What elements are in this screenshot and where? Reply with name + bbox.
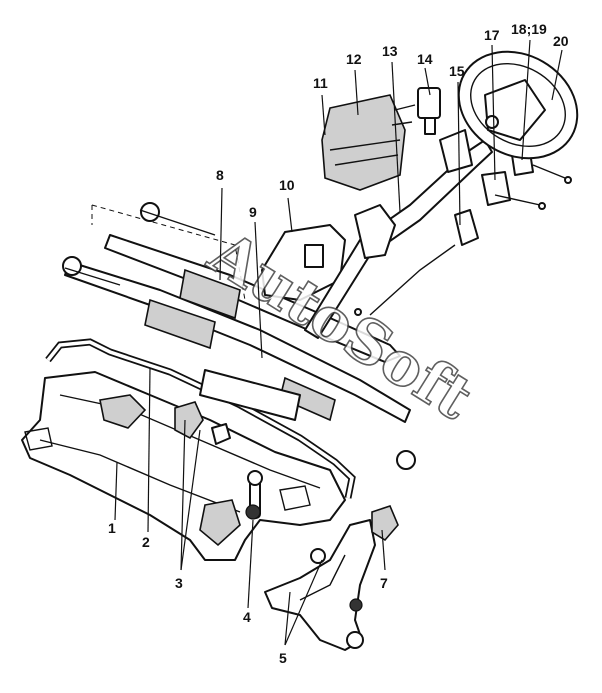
callout-leaders — [114, 39, 563, 646]
callout-7: 7 — [380, 575, 388, 591]
callout-8: 8 — [216, 167, 224, 183]
combination-switches — [481, 151, 572, 210]
column-shroud — [321, 94, 406, 191]
steering-column — [304, 129, 493, 339]
callout-12: 12 — [346, 51, 362, 67]
callout-17: 17 — [484, 27, 500, 43]
callout-13: 13 — [382, 43, 398, 59]
ignition-switch — [391, 87, 441, 135]
intermediate-shaft — [354, 209, 479, 316]
lower-control-arm — [264, 519, 376, 651]
callout-4: 4 — [243, 609, 251, 625]
steering-wheel — [457, 50, 579, 160]
control-arm-rear-bushing — [371, 505, 399, 542]
callout-3: 3 — [175, 575, 183, 591]
callout-labels: 1 2 3 4 5 7 8 9 10 11 12 13 14 15 17 18;… — [108, 21, 569, 666]
callout-10: 10 — [279, 177, 295, 193]
rack-mounting-bracket — [261, 224, 346, 301]
stabilizer-link — [245, 470, 263, 520]
callout-2: 2 — [142, 534, 150, 550]
callout-15: 15 — [449, 63, 465, 79]
callout-20: 20 — [553, 33, 569, 49]
callout-14: 14 — [417, 51, 433, 67]
callout-1: 1 — [108, 520, 116, 536]
callout-9: 9 — [249, 204, 257, 220]
callout-18-19: 18;19 — [511, 21, 547, 37]
callout-11: 11 — [313, 75, 328, 91]
callout-5: 5 — [279, 650, 287, 666]
stabilizer-bushings — [174, 401, 231, 445]
